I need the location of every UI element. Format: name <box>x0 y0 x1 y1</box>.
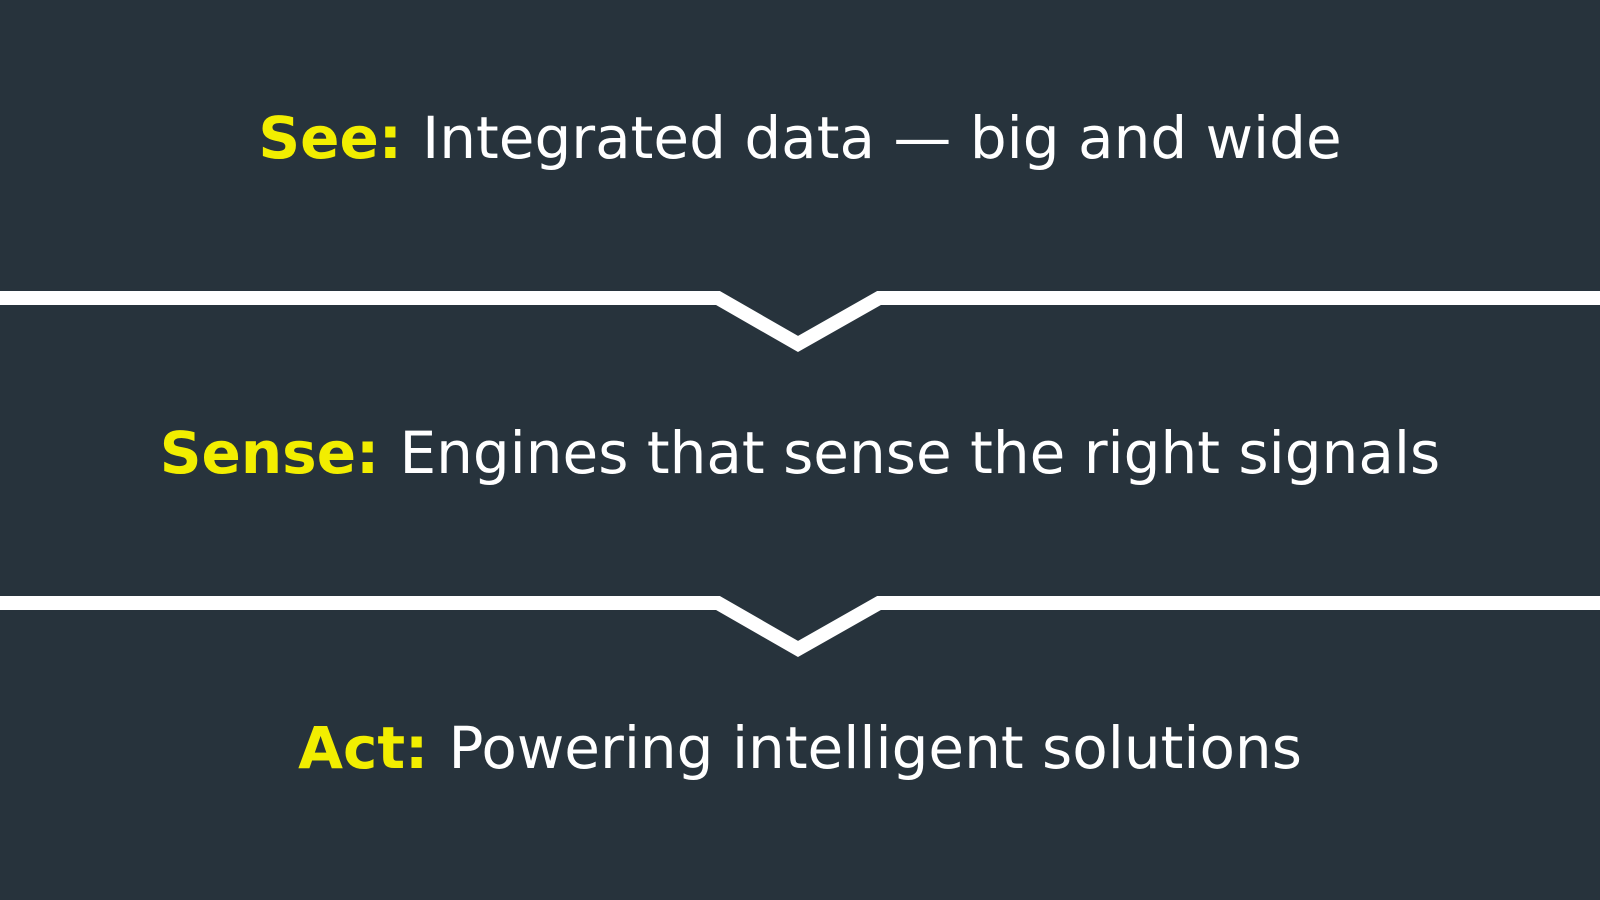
step-see-text: Integrated data — big and wide <box>422 104 1342 172</box>
step-sense: Sense: Engines that sense the right sign… <box>0 424 1600 482</box>
step-act-text: Powering intelligent solutions <box>448 714 1302 782</box>
step-act-label: Act: <box>298 714 449 782</box>
step-see-label: See: <box>258 104 423 172</box>
step-see: See: Integrated data — big and wide <box>0 109 1600 167</box>
step-act: Act: Powering intelligent solutions <box>0 719 1600 777</box>
step-sense-text: Engines that sense the right signals <box>399 419 1441 487</box>
step-sense-label: Sense: <box>159 419 400 487</box>
chevron-divider-2 <box>0 596 1600 658</box>
chevron-divider-1 <box>0 291 1600 353</box>
